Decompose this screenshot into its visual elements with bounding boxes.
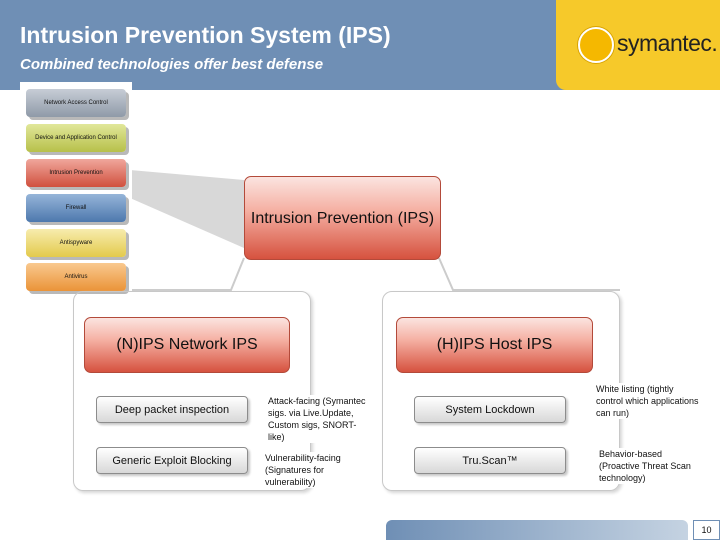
- callout-wedge: [130, 170, 244, 248]
- generic-exploit-blocking-box: Generic Exploit Blocking: [96, 447, 248, 474]
- deep-packet-inspection-box: Deep packet inspection: [96, 396, 248, 423]
- behavior-based-note: Behavior-based (Proactive Threat Scan te…: [599, 448, 699, 484]
- symantec-logo-text: symantec.: [617, 30, 718, 56]
- white-listing-note: White listing (tightly control which app…: [596, 383, 700, 419]
- host-ips-box: (H)IPS Host IPS: [396, 317, 593, 373]
- slide-title: Intrusion Prevention System (IPS): [20, 22, 391, 48]
- layer-network-access-control: Network Access Control: [26, 89, 126, 117]
- network-ips-panel: [73, 291, 311, 491]
- page-number: 10: [693, 520, 720, 540]
- security-layer-stack: Network Access Control Device and Applic…: [20, 82, 132, 294]
- slide-subtitle: Combined technologies offer best defense: [20, 56, 324, 73]
- attack-facing-note: Attack-facing (Symantec sigs. via Live.U…: [268, 395, 368, 443]
- truscan-box: Tru.Scan™: [414, 447, 566, 474]
- layer-antispyware: Antispyware: [26, 229, 126, 257]
- footer-bar: [386, 520, 688, 540]
- layer-firewall: Firewall: [26, 194, 126, 222]
- system-lockdown-box: System Lockdown: [414, 396, 566, 423]
- connector-right: [438, 257, 620, 291]
- connector-left: [130, 257, 245, 291]
- layer-device-application-control: Device and Application Control: [26, 124, 126, 152]
- ips-main-box: Intrusion Prevention (IPS): [244, 176, 441, 260]
- network-ips-box: (N)IPS Network IPS: [84, 317, 290, 373]
- layer-intrusion-prevention: Intrusion Prevention: [26, 159, 126, 187]
- vulnerability-facing-note: Vulnerability-facing (Signatures for vul…: [265, 452, 369, 488]
- symantec-logo-icon: [578, 27, 614, 63]
- layer-antivirus: Antivirus: [26, 263, 126, 291]
